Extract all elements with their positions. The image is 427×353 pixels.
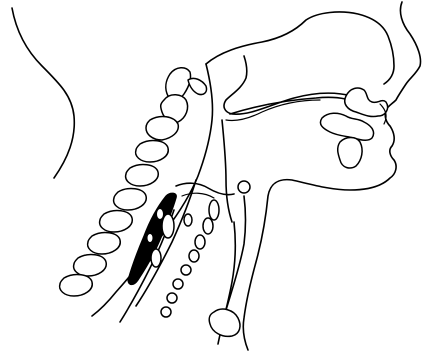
- lower-teeth: [320, 113, 373, 140]
- cervical-spine: [60, 68, 191, 296]
- vertebra-t3: [60, 275, 93, 296]
- tracheal-ring: [167, 293, 177, 303]
- laryngeal-cartilage: [151, 249, 161, 267]
- vertebra-t2: [74, 255, 107, 276]
- back-of-head-outline: [12, 8, 74, 178]
- tongue-outline: [222, 120, 232, 222]
- vertebra-c3: [146, 117, 178, 140]
- tracheal-ring: [195, 235, 205, 249]
- vertebra-c5: [126, 165, 159, 186]
- hyoid-bone: [238, 181, 250, 193]
- laryngeal-cartilage: [184, 214, 192, 226]
- tracheal-ring: [181, 265, 191, 275]
- vertebra-c7: [100, 211, 133, 232]
- obstruction-lumen-1: [157, 209, 163, 219]
- thyroid-gland: [209, 309, 240, 336]
- vertebra-c6: [114, 189, 147, 210]
- tracheal-ring: [173, 279, 183, 289]
- vertebra-t1: [88, 233, 121, 254]
- upper-teeth: [345, 88, 388, 117]
- tracheal-ring: [209, 200, 219, 220]
- vertebra-c4: [136, 141, 169, 162]
- skull-base-outline: [206, 12, 394, 84]
- nasal-cavity-outline: [224, 56, 352, 114]
- hard-palate-line: [230, 97, 360, 114]
- tracheal-ring: [203, 218, 213, 234]
- cricoid-cartilage: [162, 214, 174, 238]
- obstruction-lumen-2: [148, 234, 153, 242]
- mandible-chin: [338, 138, 362, 169]
- spinous-process-upper: [188, 78, 207, 94]
- tracheal-ring: [161, 307, 171, 317]
- tracheal-ring: [189, 250, 199, 262]
- face-profile-outline: [243, 2, 420, 350]
